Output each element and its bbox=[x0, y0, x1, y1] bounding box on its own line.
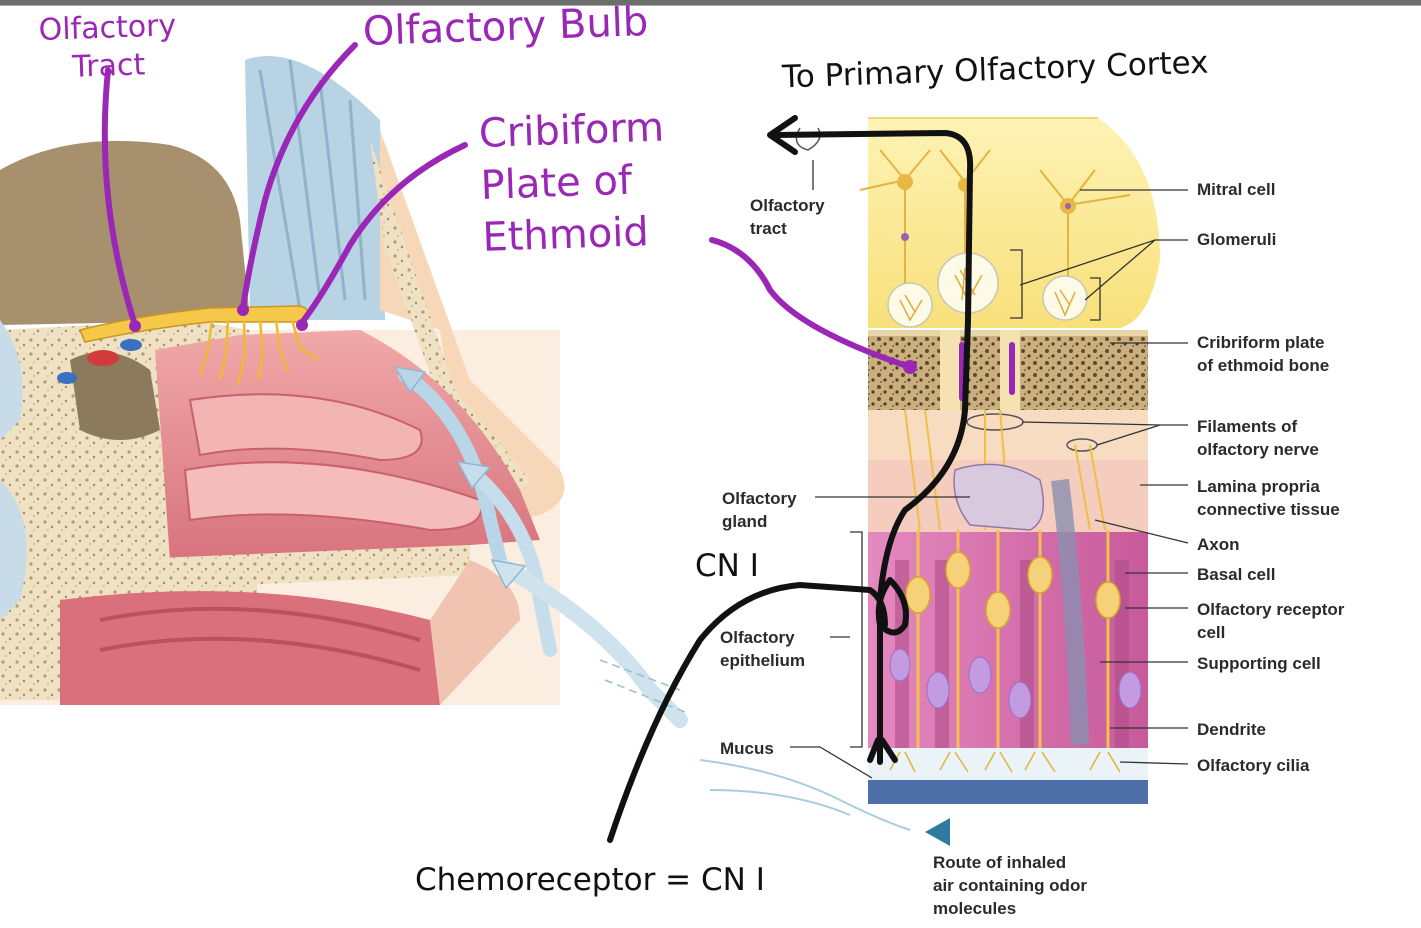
pointer-olfactory-bulb bbox=[240, 42, 358, 311]
middle-concha bbox=[183, 461, 483, 532]
black-pathway-strokes bbox=[607, 115, 974, 843]
brain-tissue bbox=[0, 140, 250, 325]
arrow-to-cortex bbox=[767, 115, 798, 155]
label-route-of-air: Route of inhaled air containing odor mol… bbox=[933, 853, 1087, 918]
label-receptor-cell: Olfactory receptor cell bbox=[1197, 600, 1345, 642]
route-arrow-head bbox=[925, 818, 950, 846]
cn1-pathway-line bbox=[772, 130, 974, 753]
block-base bbox=[868, 780, 1148, 804]
annotation-chemoreceptor: Chemoreceptor = CN I bbox=[415, 862, 765, 898]
label-filaments: Filaments of olfactory nerve bbox=[1197, 417, 1319, 459]
pointer-cribriform-plate bbox=[297, 142, 468, 328]
supporting-cell-nuclei bbox=[889, 648, 1142, 719]
mitral-cell bbox=[897, 174, 913, 190]
annotation-olfactory-bulb: Olfactory Bulb bbox=[362, 0, 650, 55]
label-mitral-cell: Mitral cell bbox=[1197, 180, 1276, 199]
label-olfactory-gland: Olfactory gland bbox=[722, 489, 797, 531]
label-basal-cell: Basal cell bbox=[1197, 565, 1276, 584]
gland-duct bbox=[1051, 478, 1089, 746]
label-mucus: Mucus bbox=[720, 739, 774, 758]
pointer-cribriform-block bbox=[709, 237, 913, 370]
chemoreceptor-line bbox=[607, 582, 888, 843]
label-cilia: Olfactory cilia bbox=[1197, 756, 1310, 775]
frontal-lobe-meninges bbox=[245, 56, 385, 320]
label-dendrite: Dendrite bbox=[1197, 720, 1266, 739]
superior-concha bbox=[188, 393, 423, 462]
annotation-olfactory-tract: Olfactory Tract bbox=[38, 8, 177, 85]
olfactory-gland-body bbox=[953, 463, 1045, 531]
epithelium-layer bbox=[868, 532, 1148, 752]
annotation-cn1: CN I bbox=[695, 548, 759, 584]
label-axon: Axon bbox=[1197, 535, 1240, 554]
label-cribriform-plate-bone: Cribriform plate of ethmoid bone bbox=[1197, 333, 1330, 375]
inhaled-air-arrows-head bbox=[393, 365, 688, 728]
olfactory-nerve-filaments-head bbox=[198, 319, 319, 386]
pointer-olfactory-tract bbox=[101, 67, 138, 328]
receptor-cell-bodies bbox=[905, 551, 1121, 629]
vein-section bbox=[120, 339, 142, 351]
label-lamina-propria: Lamina propria connective tissue bbox=[1197, 477, 1340, 519]
purple-pointer-strokes bbox=[101, 42, 1015, 401]
glomerulus bbox=[887, 282, 933, 328]
annotation-cribriform-plate: Cribiform Plate of Ethmoid bbox=[478, 104, 665, 261]
tongue bbox=[60, 591, 440, 705]
label-leader-lines bbox=[790, 160, 1189, 779]
nose-skin bbox=[380, 130, 565, 530]
artery-section bbox=[87, 350, 119, 366]
nasal-bone bbox=[370, 140, 530, 500]
sagittal-head-section bbox=[0, 56, 688, 728]
window-top-bar bbox=[0, 0, 1421, 6]
label-olfactory-tract: Olfactory tract bbox=[750, 196, 825, 238]
nerve-filament-layer bbox=[868, 410, 1148, 460]
hard-palate bbox=[110, 545, 470, 590]
label-olfactory-epithelium: Olfactory epithelium bbox=[720, 628, 806, 670]
olfactory-epithelium-block bbox=[699, 117, 1160, 846]
label-supporting-cell: Supporting cell bbox=[1197, 654, 1321, 673]
label-glomeruli: Glomeruli bbox=[1197, 230, 1277, 249]
